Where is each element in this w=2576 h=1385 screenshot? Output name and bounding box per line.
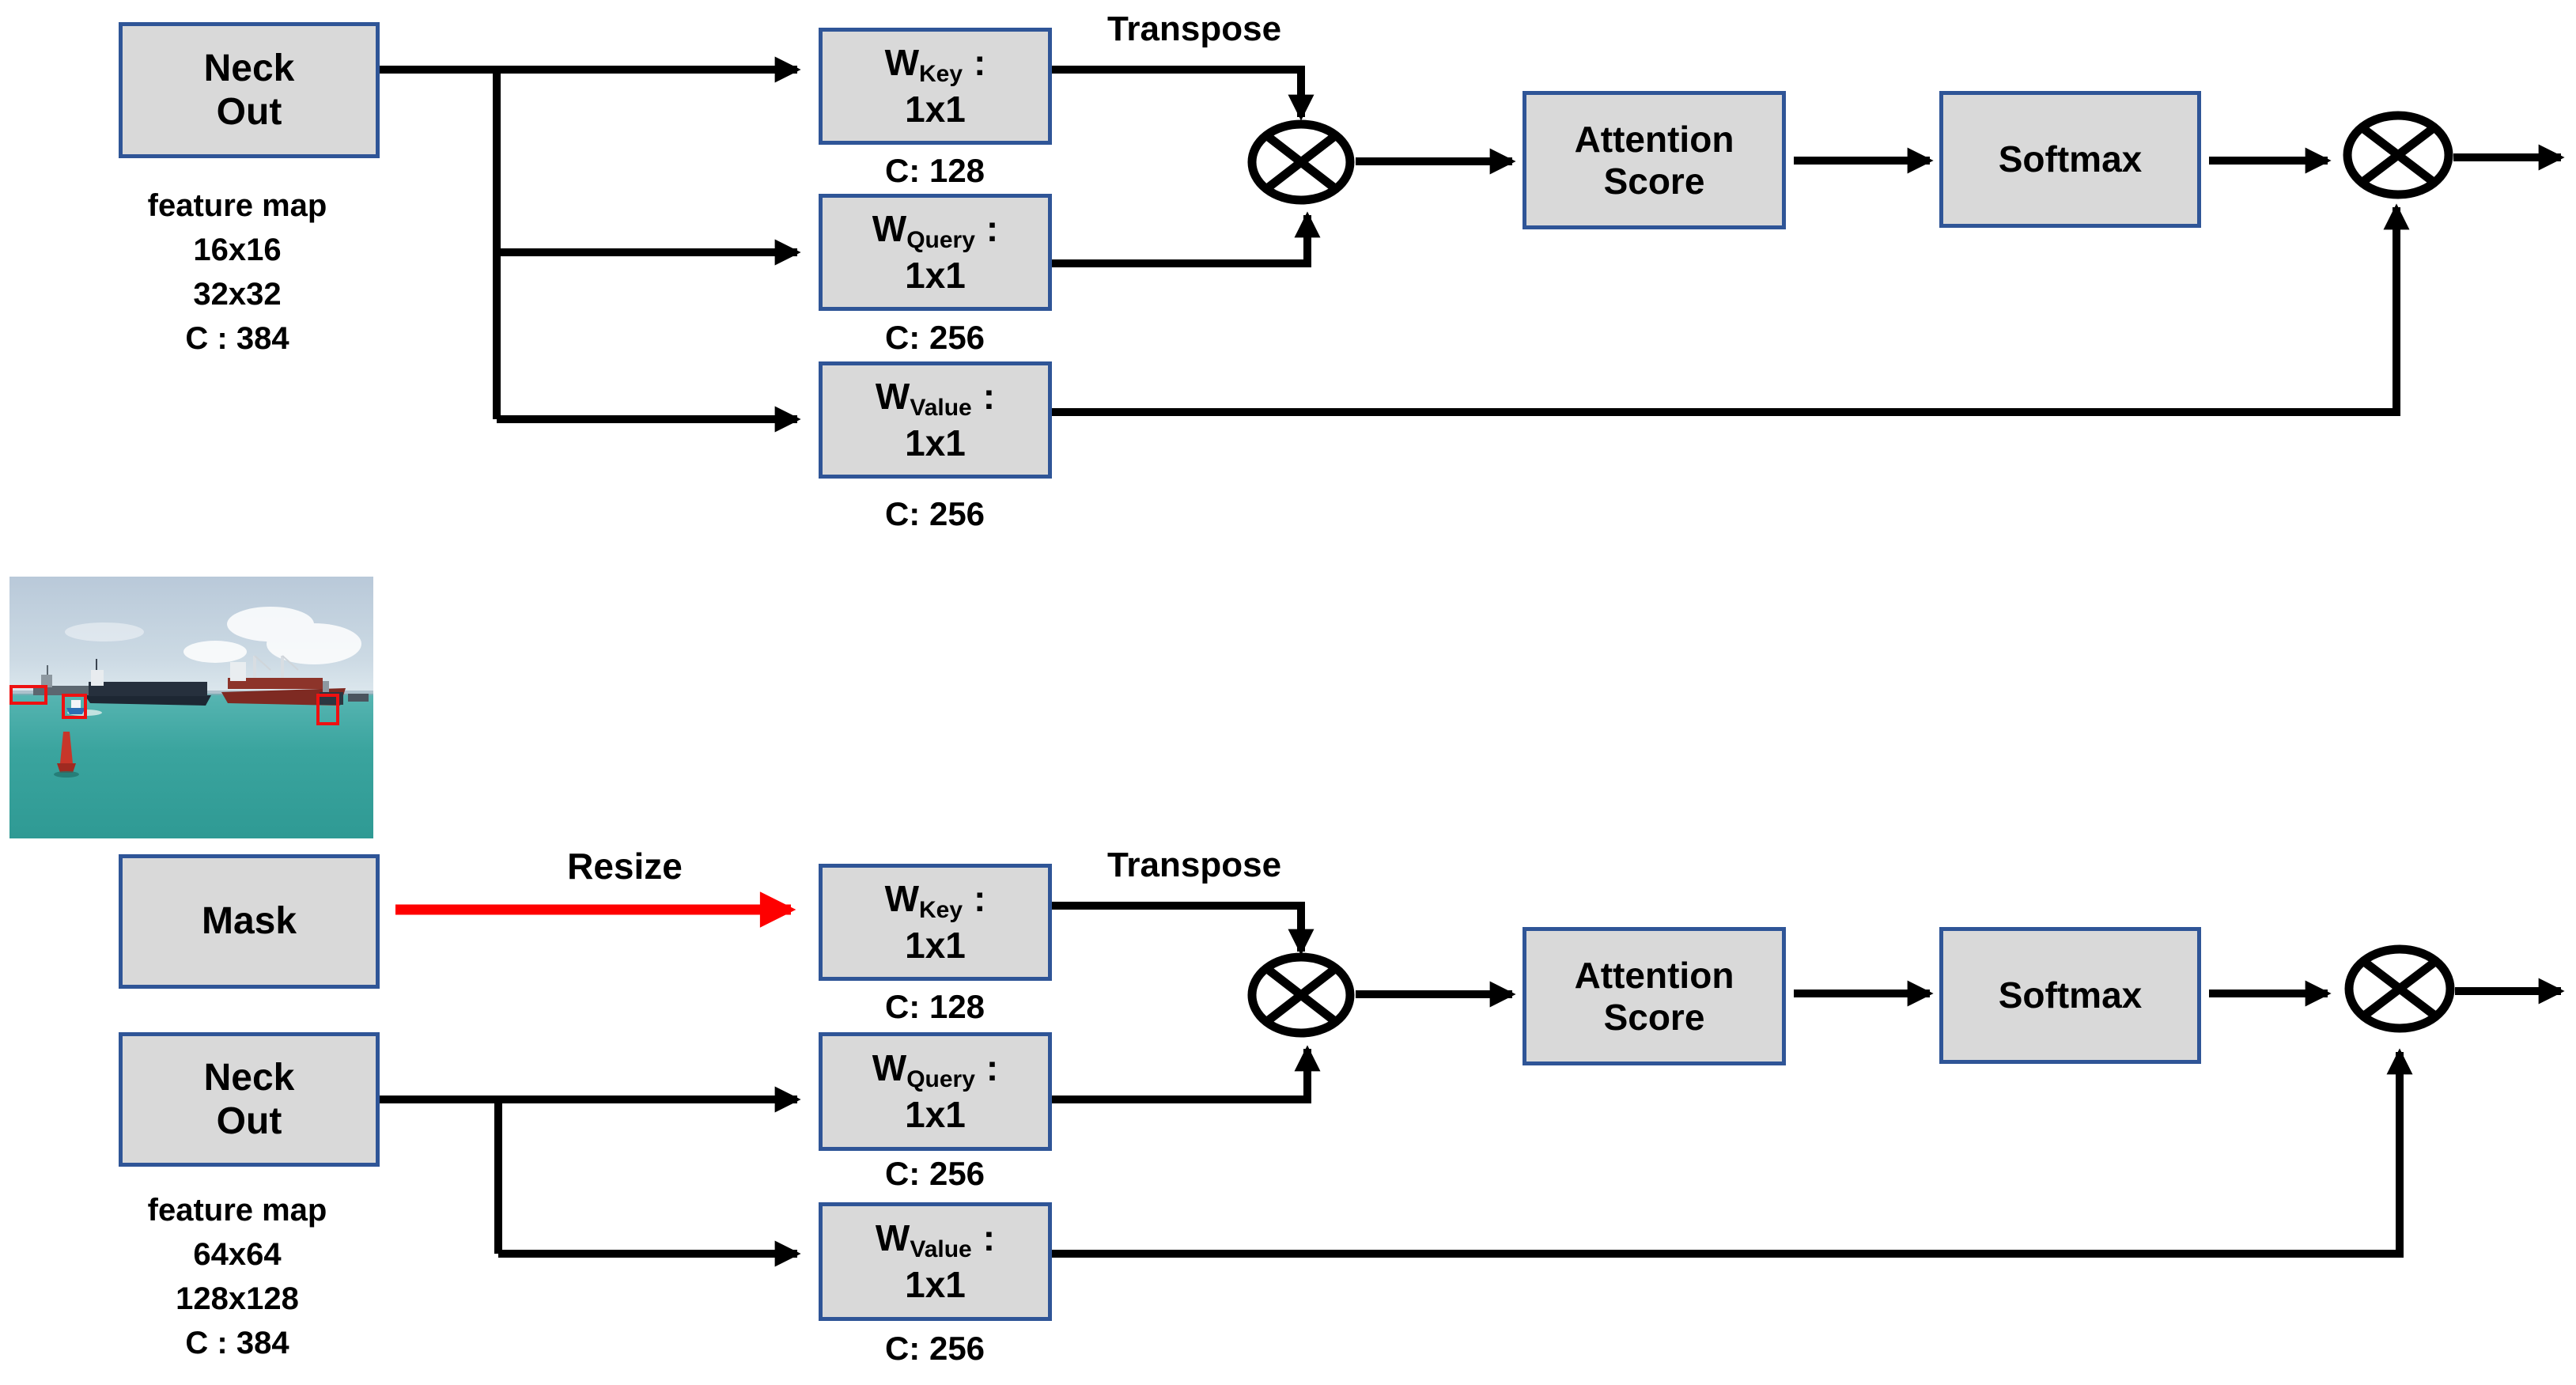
w-query-label-bottom: WQuery:: [872, 1047, 999, 1093]
w-query-channels-bottom: C: 256: [884, 1155, 985, 1192]
neck-out-label-line2: Out: [216, 1100, 282, 1142]
arrow-value-to-matmul2-top: [1052, 203, 2410, 416]
neck-out-label-line1: Neck: [203, 1056, 295, 1099]
attention-score-box-bottom: Attention Score: [1523, 927, 1786, 1065]
attention-score-box-top: Attention Score: [1523, 91, 1786, 229]
sea-scene: [9, 577, 373, 838]
arrow-query-to-matmul-bottom: [1052, 1045, 1321, 1103]
neck-out-label-line1: Neck: [203, 47, 295, 89]
w-value-box-top: WValue: 1x1: [819, 361, 1052, 479]
arrow-value-to-matmul2-bottom: [1052, 1048, 2413, 1258]
arrow-query-to-matmul-top: [1052, 211, 1321, 267]
softmax-box-bottom: Softmax: [1939, 927, 2201, 1064]
clouds: [65, 607, 361, 664]
w-key-kernel-bottom: 1x1: [905, 924, 966, 966]
sample-image: [9, 577, 373, 838]
matmul-icon-top-1: [1247, 119, 1355, 205]
w-value-kernel-bottom: 1x1: [905, 1263, 966, 1305]
arrow-transpose-top: [1052, 66, 1314, 121]
feature-map-note-bottom: feature map 64x64 128x128 C : 384: [147, 1193, 327, 1360]
ship-red-cargo: [221, 655, 346, 706]
w-value-label-bottom: WValue:: [875, 1217, 996, 1263]
ship-distant-left: [33, 665, 96, 695]
w-query-label-top: WQuery:: [872, 208, 999, 254]
matmul-icon-top-2: [2343, 111, 2453, 199]
buoy: [54, 732, 79, 778]
w-key-box-top: WKey: 1x1: [819, 28, 1052, 145]
feature-map-note-top: feature map 16x16 32x32 C : 384: [147, 188, 327, 356]
neck-out-label-line2: Out: [216, 91, 282, 133]
matmul-icon-bottom-2: [2344, 944, 2455, 1033]
w-key-channels-top: C: 128: [884, 152, 985, 189]
w-query-channels-top: C: 256: [884, 319, 985, 356]
transpose-label-bottom: Transpose: [1106, 846, 1282, 884]
ship-container: [85, 659, 211, 706]
w-value-box-bottom: WValue: 1x1: [819, 1202, 1052, 1321]
arrow-transpose-bottom: [1052, 902, 1314, 955]
w-value-kernel-top: 1x1: [905, 422, 966, 464]
bbox-boat: [62, 694, 87, 719]
w-query-box-bottom: WQuery: 1x1: [819, 1032, 1052, 1151]
w-query-box-top: WQuery: 1x1: [819, 194, 1052, 311]
bbox-right: [316, 694, 339, 725]
bbox-left: [9, 685, 47, 705]
transpose-label-top: Transpose: [1106, 9, 1282, 48]
resize-label: Resize: [567, 846, 683, 887]
w-key-box-bottom: WKey: 1x1: [819, 864, 1052, 981]
mask-box: Mask: [119, 854, 380, 989]
w-key-label-bottom: WKey:: [884, 878, 986, 924]
w-query-kernel-bottom: 1x1: [905, 1093, 966, 1135]
neck-out-box-bottom: Neck Out: [119, 1032, 380, 1167]
w-value-channels-top: C: 256: [884, 495, 985, 532]
w-key-kernel-top: 1x1: [905, 88, 966, 130]
w-value-label-top: WValue:: [875, 376, 996, 422]
neck-out-box-top: Neck Out: [119, 22, 380, 158]
detection-bboxes: [9, 685, 339, 725]
w-value-channels-bottom: C: 256: [884, 1330, 985, 1367]
softmax-box-top: Softmax: [1939, 91, 2201, 228]
w-key-channels-bottom: C: 128: [884, 988, 985, 1025]
w-query-kernel-top: 1x1: [905, 254, 966, 296]
matmul-icon-bottom-1: [1247, 952, 1355, 1038]
w-key-label-top: WKey:: [884, 42, 986, 88]
